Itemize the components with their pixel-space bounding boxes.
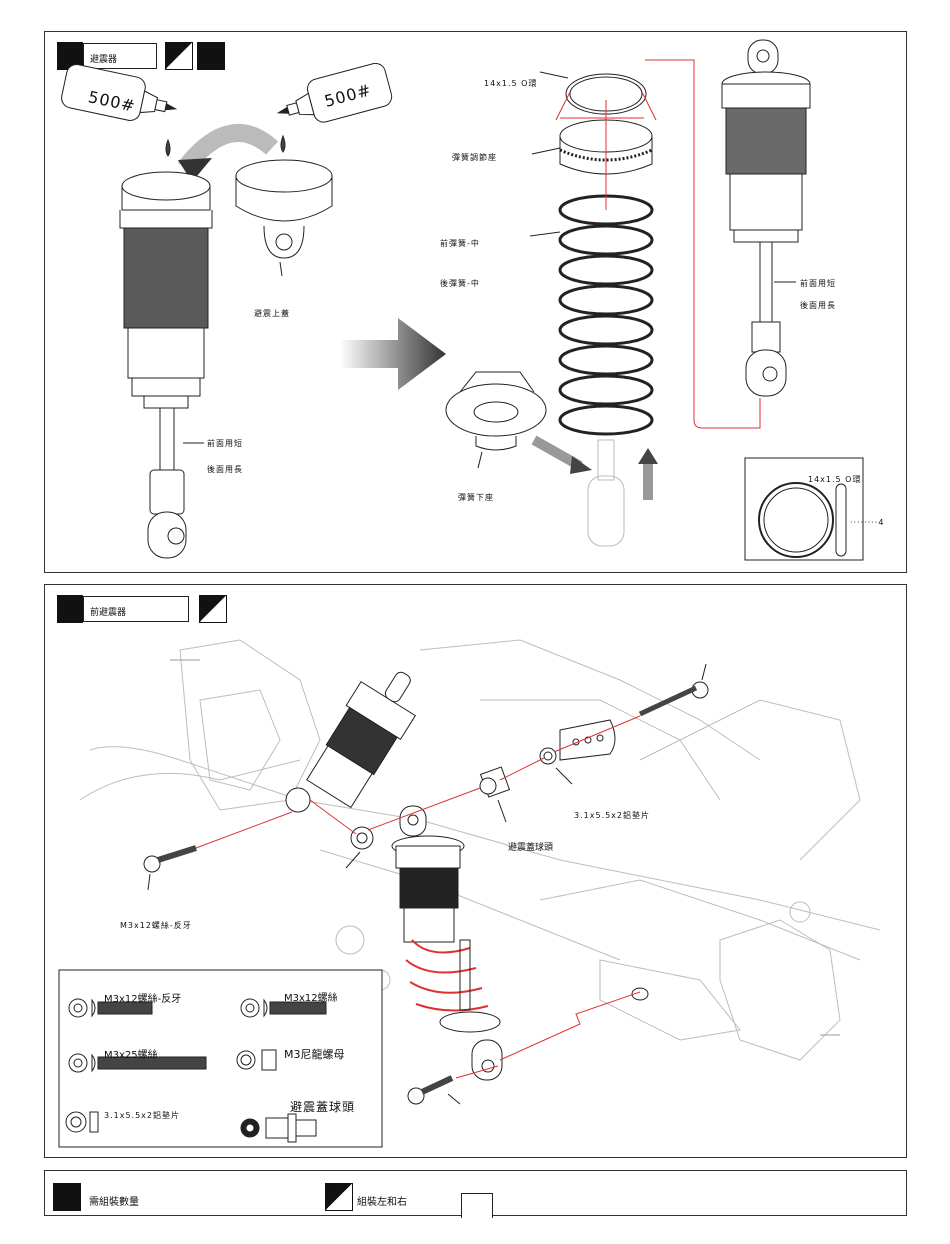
screw-label: M3x12螺絲-反牙 (120, 920, 192, 931)
front-shock (392, 806, 502, 1080)
part-m3x25: M3x25螺絲 (104, 1046, 158, 1061)
quantity-legend-text: 需組裝數量 (89, 1193, 139, 1208)
nylon-nut (351, 827, 373, 849)
m3x12-screw (144, 848, 196, 872)
front-shock-parts (59, 656, 708, 1147)
part-washer: 3.1x5.5x2鋁墊片 (104, 1110, 180, 1121)
part-m3-nylon-nut: M3尼龍螺母 (284, 1046, 345, 1062)
page-number-tab (461, 1193, 493, 1218)
left-right-legend-text: 組裝左和右 (357, 1193, 407, 1208)
m3x12-screw-lower (408, 1078, 452, 1104)
left-right-legend-icon (325, 1183, 353, 1211)
long-screw (640, 682, 708, 714)
part-m3x12-reverse: M3x12螺絲-反牙 (104, 990, 181, 1005)
quantity-legend-box (53, 1183, 81, 1211)
ball-stud (480, 767, 509, 797)
ball-stud-label: 避震蓋球頭 (508, 840, 553, 853)
washer-label: 3.1x5.5x2鋁墊片 (574, 810, 650, 821)
legend-panel: 需組裝數量 組裝左和右 (44, 1170, 907, 1216)
part-m3x12: M3x12螺絲 (284, 989, 338, 1004)
part-ball-stud: 避震蓋球頭 (290, 1098, 355, 1115)
